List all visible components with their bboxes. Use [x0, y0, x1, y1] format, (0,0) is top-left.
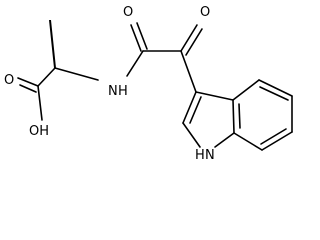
bond-c4-c5-double	[259, 86, 289, 101]
bond-c3a-c4	[232, 79, 260, 101]
hydroxyl-label: OH	[29, 124, 49, 139]
molecule-svg: O OH N H O O H N	[4, 5, 293, 163]
bond-carbonyl-right-to-oxygen	[180, 24, 198, 52]
structure-diagram: O OH N H O O H N	[4, 5, 293, 163]
bond-c3-c2-double	[189, 96, 202, 124]
bond-c3-c2	[182, 91, 197, 124]
bond-carboxyl-to-hydroxyl	[37, 85, 43, 121]
carbonyl-oxygen-right-label: O	[200, 5, 210, 20]
bond-c3a-c3	[195, 91, 234, 101]
bond-c2-n1	[182, 122, 201, 148]
indole-nitrogen-label: N	[205, 148, 215, 163]
bond-carbonyl-to-indole	[180, 50, 197, 93]
bond-carboxyl-to-oxo	[17, 77, 39, 87]
bond-n1-c7a	[214, 132, 235, 148]
bond-alpha-to-carboxyl	[37, 67, 56, 87]
bond-carbonyl-right-to-oxygen-double	[185, 28, 203, 56]
bond-carbonyl-left-to-oxygen	[130, 24, 142, 52]
acid-oxygen-label: O	[4, 73, 14, 88]
bond-carbonyl-left-to-oxygen-double	[136, 22, 148, 50]
bond-nitrogen-to-carbonyl	[126, 50, 144, 77]
bond-c7-c7a	[233, 132, 263, 151]
bond-c7a-c3a	[232, 99, 235, 134]
amide-nitrogen-label: N	[108, 84, 118, 99]
bond-c6-c7	[261, 131, 293, 151]
bond-alpha-to-nitrogen	[54, 67, 99, 81]
amide-hydrogen-label: H	[118, 84, 128, 99]
carbonyl-oxygen-left-label: O	[123, 5, 133, 20]
bond-c7a-c3a-inner	[238, 103, 241, 129]
bond-c4-c5	[258, 79, 293, 97]
indole-hydrogen-label: H	[195, 148, 205, 163]
bond-carboxyl-to-oxo-double	[19, 84, 37, 93]
bond-c6-c7-double	[260, 128, 287, 145]
stereo-wedge-bond	[49, 20, 56, 68]
